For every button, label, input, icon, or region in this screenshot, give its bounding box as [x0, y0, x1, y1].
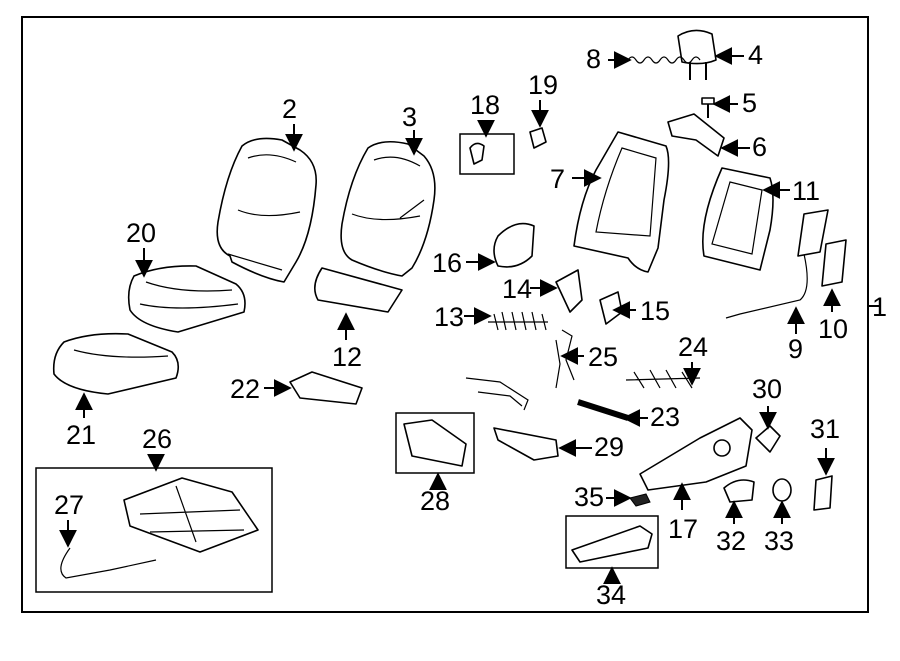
callout-label: 12 — [332, 342, 362, 372]
part-seat-back-cover-2 — [216, 137, 317, 283]
part-back-pad-11 — [702, 167, 774, 271]
callout-label: 10 — [818, 314, 848, 344]
part-bracket-15 — [599, 291, 623, 325]
part-seat-back-cover-3 — [340, 140, 436, 277]
part-side-shield-17 — [639, 417, 753, 491]
callout-label: 32 — [716, 526, 746, 556]
part-trim-31 — [813, 475, 833, 511]
callout-label: 8 — [586, 44, 601, 74]
part-cover-16 — [493, 222, 535, 268]
part-bolt-5 — [701, 97, 715, 118]
callout-label: 24 — [678, 332, 708, 362]
part-rod-23 — [577, 399, 629, 421]
part-clip-18 — [469, 142, 485, 165]
part-handle-30 — [755, 425, 781, 453]
callout-label: 14 — [502, 274, 532, 304]
part-spring-8 — [627, 56, 701, 64]
part-cushion-cover-20 — [127, 265, 246, 333]
callout-label: 28 — [420, 486, 450, 516]
diagram-frame — [21, 16, 869, 613]
part-trim-34 — [571, 525, 653, 563]
callout-label: 13 — [434, 302, 464, 332]
callout-label: 23 — [650, 402, 680, 432]
callout-label: 17 — [668, 514, 698, 544]
part-seat-back-frame-7 — [573, 131, 670, 273]
callout-label: 31 — [810, 414, 840, 444]
callout-label: 27 — [54, 490, 84, 520]
callout-label: 26 — [142, 424, 172, 454]
callout-label: 18 — [470, 90, 500, 120]
callout-label: 34 — [596, 580, 626, 610]
callout-label: 2 — [282, 94, 297, 124]
part-cable-27 — [60, 547, 157, 579]
callout-box-18 — [459, 133, 515, 175]
part-wire-25 — [555, 329, 575, 389]
part-cap-33 — [772, 478, 792, 502]
part-switch-10 — [821, 239, 847, 287]
part-knob-32 — [723, 479, 755, 503]
callout-label: 35 — [574, 482, 604, 512]
part-cover-28 — [403, 419, 467, 467]
callout-label: 30 — [752, 374, 782, 404]
part-guide-6 — [667, 113, 725, 157]
callout-label: 6 — [752, 132, 767, 162]
callout-label: 25 — [588, 342, 618, 372]
part-bracket-14 — [555, 269, 583, 313]
callout-label: 1 — [872, 292, 887, 322]
callout-label: 16 — [432, 248, 462, 278]
callout-label: 22 — [230, 374, 260, 404]
part-spring-13 — [488, 311, 548, 331]
callout-label: 11 — [792, 176, 820, 206]
part-cable-9 — [725, 253, 808, 319]
callout-label: 20 — [126, 218, 156, 248]
part-harness-24 — [625, 369, 701, 389]
callout-label: 4 — [748, 40, 763, 70]
callout-label: 7 — [550, 164, 565, 194]
callout-label: 21 — [66, 420, 96, 450]
leader-arrows — [59, 47, 841, 585]
callout-label: 3 — [402, 102, 417, 132]
part-harness-25b — [465, 377, 529, 411]
part-clip-35 — [629, 493, 651, 507]
part-bracket-22 — [289, 371, 363, 405]
part-clip-19 — [529, 127, 547, 149]
callout-label: 9 — [788, 334, 803, 364]
callout-label: 33 — [764, 526, 794, 556]
callout-label: 5 — [742, 88, 757, 118]
part-bracket-29 — [493, 427, 559, 461]
part-seat-track-26 — [123, 477, 259, 553]
callout-label: 15 — [640, 296, 670, 326]
callout-label: 19 — [528, 70, 558, 100]
part-cushion-pad-21 — [52, 332, 180, 395]
callout-label: 29 — [594, 432, 624, 462]
part-panel-12 — [314, 267, 403, 313]
part-module-9 — [797, 209, 829, 257]
part-headrest-4 — [677, 29, 717, 80]
